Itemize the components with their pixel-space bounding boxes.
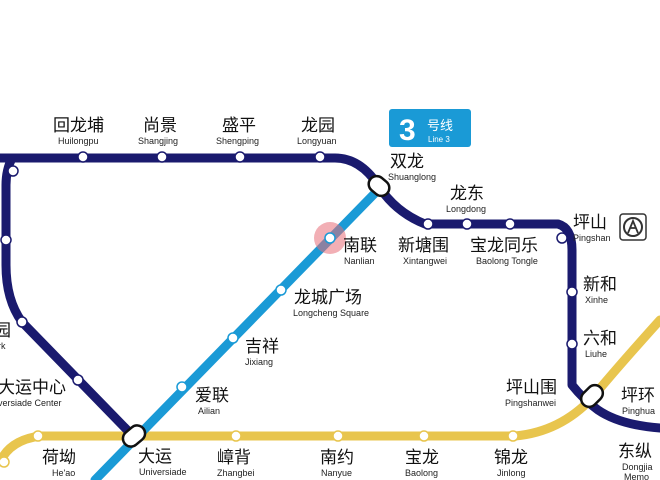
- station-dot-baolongtongle: [504, 218, 516, 230]
- label-longyuan-zh: 龙园: [301, 116, 335, 136]
- label-dayun-zh: 大运: [138, 447, 172, 467]
- label-nanyue-en: Nanyue: [321, 468, 352, 478]
- station-dot-left-lower: [16, 316, 28, 328]
- label-shangjing-zh: 尚景: [143, 116, 177, 136]
- label-left-cut-en: rk: [0, 341, 6, 351]
- station-dot-heao: [32, 430, 44, 442]
- station-dot-zhangbei: [230, 430, 242, 442]
- label-zhangbei-en: Zhangbei: [217, 468, 255, 478]
- label-longchengsquare-zh: 龙城广场: [294, 288, 362, 308]
- label-pingshanwei-zh: 坪山围: [506, 378, 557, 398]
- station-dot-longchengsquare: [275, 284, 287, 296]
- line-3-badge: 3 号线 Line 3: [389, 109, 471, 147]
- label-huilongpu-zh: 回龙埔: [53, 116, 104, 136]
- label-dongzong-en: Dongjia: [622, 462, 653, 472]
- station-dot-longdong: [461, 218, 473, 230]
- railway-station-icon: [619, 213, 647, 241]
- label-left-cut-zh: 园: [0, 321, 11, 341]
- label-baolongtongle-zh: 宝龙同乐: [470, 236, 538, 256]
- label-zhangbei-zh: 嶂背: [217, 448, 251, 468]
- label-dayunzhongxin-zh: 大运中心: [0, 378, 66, 398]
- station-dots-yellow: [0, 430, 519, 468]
- interchange-shuanglong: [367, 174, 391, 198]
- station-dot-pingshan: [556, 232, 568, 244]
- label-ailian-en: Ailian: [198, 406, 220, 416]
- label-nanyue-zh: 南约: [320, 448, 354, 468]
- station-dot-xinhe: [566, 286, 578, 298]
- station-dot-xintangwei: [422, 218, 434, 230]
- line-yellow-track: [0, 315, 660, 467]
- station-dot-left-mid: [0, 234, 12, 246]
- label-dayunzhongxin-en: versiade Center: [0, 398, 62, 408]
- station-dot-baolong: [418, 430, 430, 442]
- label-dongzong-zh: 东纵: [618, 442, 652, 462]
- label-jinlong-zh: 锦龙: [494, 448, 528, 468]
- label-dongzong-en2: Memo: [624, 472, 649, 480]
- station-dot-shangjing: [156, 151, 168, 163]
- label-pinghuan-zh: 坪环: [621, 386, 655, 406]
- label-liuhe-zh: 六和: [583, 329, 617, 349]
- station-dot-left-edge: [0, 456, 10, 468]
- badge-number: 3: [399, 114, 416, 147]
- station-dots: [0, 151, 578, 386]
- badge-zh: 号线: [427, 119, 453, 134]
- label-xinhe-zh: 新和: [583, 275, 617, 295]
- label-longdong-zh: 龙东: [450, 184, 484, 204]
- label-pingshan-zh: 坪山: [573, 213, 607, 233]
- station-dot-jinlong: [507, 430, 519, 442]
- label-longyuan-en: Longyuan: [297, 136, 337, 146]
- label-nanlian-zh: 南联: [343, 236, 377, 256]
- label-longchengsquare-en: Longcheng Square: [293, 308, 369, 318]
- label-pinghuan-en: Pinghua: [622, 406, 655, 416]
- label-jinlong-en: Jinlong: [497, 468, 526, 478]
- label-pingshan-en: Pingshan: [573, 233, 611, 243]
- station-dot-dayunzhongxin: [72, 374, 84, 386]
- label-liuhe-en: Liuhe: [585, 349, 607, 359]
- label-heao-en: He'ao: [52, 468, 75, 478]
- station-dot-nanyue: [332, 430, 344, 442]
- label-baolong-en: Baolong: [405, 468, 438, 478]
- label-baolong-zh: 宝龙: [405, 448, 439, 468]
- station-dot-liuhe: [566, 338, 578, 350]
- label-shengping-en: Shengping: [216, 136, 259, 146]
- label-shengping-zh: 盛平: [222, 116, 256, 136]
- station-dot-huilongpu: [77, 151, 89, 163]
- label-xintangwei-en: Xintangwei: [403, 256, 447, 266]
- badge-en: Line 3: [428, 135, 450, 144]
- label-ailian-zh: 爱联: [195, 386, 229, 406]
- label-pingshanwei-en: Pingshanwei: [505, 398, 556, 408]
- label-jixiang-en: Jixiang: [245, 357, 273, 367]
- station-dot-left-top: [7, 165, 19, 177]
- label-nanlian-en: Nanlian: [344, 256, 375, 266]
- interchange-dayun: [121, 424, 147, 448]
- label-shuanglong-zh: 双龙: [390, 152, 424, 172]
- label-huilongpu-en: Huilongpu: [58, 136, 99, 146]
- label-heao-zh: 荷坳: [42, 448, 76, 468]
- station-dot-longyuan: [314, 151, 326, 163]
- label-shuanglong-en: Shuanglong: [388, 172, 436, 182]
- station-dot-ailian: [176, 381, 188, 393]
- station-dot-shengping: [234, 151, 246, 163]
- label-xinhe-en: Xinhe: [585, 295, 608, 305]
- label-longdong-en: Longdong: [446, 204, 486, 214]
- label-shangjing-en: Shangjing: [138, 136, 178, 146]
- label-baolongtongle-en: Baolong Tongle: [476, 256, 538, 266]
- label-xintangwei-zh: 新塘围: [398, 236, 449, 256]
- station-dot-jixiang: [227, 332, 239, 344]
- station-dots-blue: [176, 232, 336, 393]
- station-dot-nanlian: [324, 232, 336, 244]
- station-labels: 回龙埔 Huilongpu 尚景 Shangjing 盛平 Shengping …: [0, 116, 655, 480]
- label-dayun-en: Universiade: [139, 467, 187, 477]
- interchange-pingshanwei: [579, 383, 605, 409]
- label-jixiang-zh: 吉祥: [245, 337, 279, 357]
